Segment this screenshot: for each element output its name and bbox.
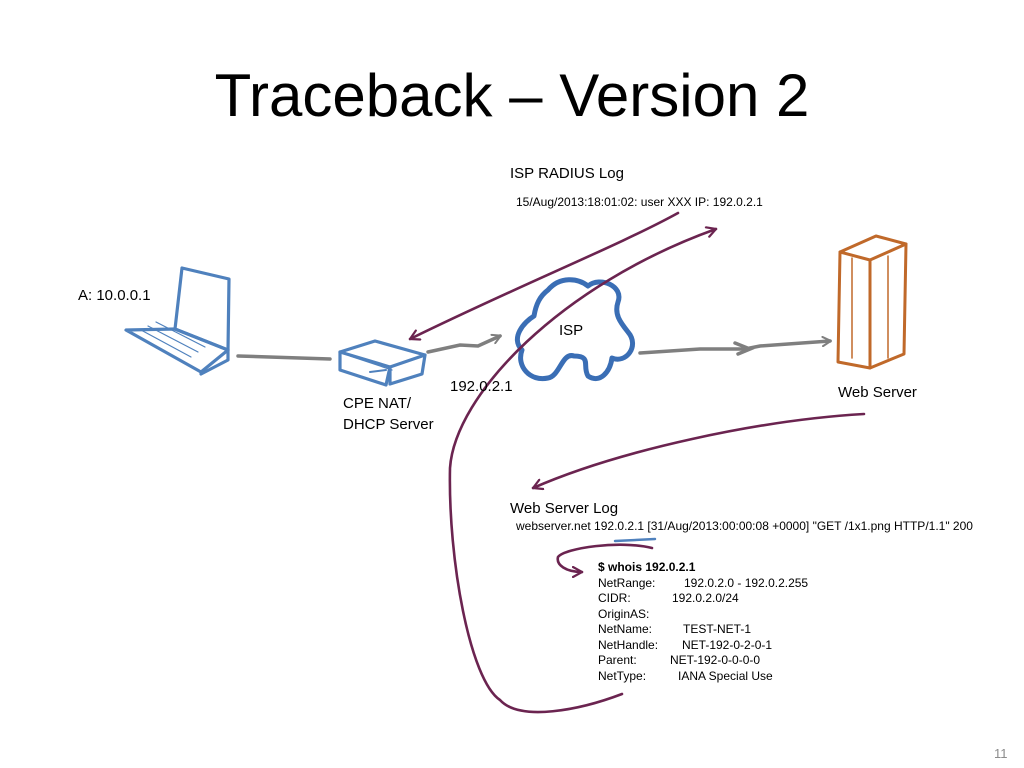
web-server-icon <box>836 234 908 370</box>
slide-number: 11 <box>994 746 1008 761</box>
ip-underline <box>613 537 657 543</box>
cpe-label-line-2: DHCP Server <box>343 416 434 433</box>
radius-log-heading: ISP RADIUS Log <box>510 165 624 182</box>
whois-row-netname: NetName: TEST-NET-1 <box>598 622 858 638</box>
radius-log-entry: 15/Aug/2013:18:01:02: user XXX IP: 192.0… <box>516 195 763 209</box>
whois-command: $ whois 192.0.2.1 <box>598 560 696 574</box>
arrow-webserver-to-log <box>531 412 866 488</box>
whois-key: NetRange: <box>598 575 656 590</box>
arrow-radius-to-cpe <box>408 211 680 339</box>
cpe-label-line-1: CPE NAT/ <box>343 395 412 412</box>
laptop-icon <box>124 266 231 376</box>
arrow-whois-to-radius <box>448 229 718 714</box>
web-log-entry: webserver.net 192.0.2.1 [31/Aug/2013:00:… <box>516 519 973 533</box>
network-links <box>236 336 830 361</box>
whois-key: Parent: <box>598 653 637 667</box>
whois-value: IANA Special Use <box>678 668 773 683</box>
public-ip-label: 192.0.2.1 <box>450 378 513 395</box>
web-server-label: Web Server <box>838 384 917 401</box>
link-laptop-cpe <box>236 354 332 361</box>
link-isp-webserver <box>638 341 830 355</box>
host-ip-label: A: 10.0.0.1 <box>78 287 151 304</box>
cpe-label: CPE NAT/ DHCP Server <box>343 395 434 434</box>
whois-value: 192.0.2.0/24 <box>672 591 739 605</box>
whois-row-nethandle: NetHandle: NET-192-0-2-0-1 <box>598 638 858 654</box>
whois-key: OriginAS: <box>598 606 650 621</box>
isp-label: ISP <box>559 322 584 339</box>
whois-row-nettype: NetType: IANA Special Use <box>598 669 858 685</box>
whois-row-parent: Parent: NET-192-0-0-0-0 <box>598 653 858 669</box>
whois-row-originas: OriginAS: <box>598 607 858 623</box>
trace-arrows <box>408 211 866 714</box>
whois-value: NET-192-0-0-0-0 <box>670 653 761 667</box>
whois-value: TEST-NET-1 <box>683 622 752 636</box>
whois-key: NetType: <box>598 668 647 683</box>
slide-title: Traceback – Version 2 <box>214 62 810 129</box>
whois-key: NetHandle: <box>598 637 659 652</box>
isp-cloud-icon <box>514 277 636 382</box>
whois-key: CIDR: <box>598 591 631 605</box>
whois-output: $ whois 192.0.2.1 NetRange: 192.0.2.0 - … <box>598 560 858 684</box>
link-cpe-isp <box>426 336 500 354</box>
web-log-heading: Web Server Log <box>510 500 619 517</box>
whois-key: NetName: <box>598 622 653 636</box>
cpe-router-icon <box>338 339 427 387</box>
arrow-log-to-whois <box>556 543 654 572</box>
whois-value: 192.0.2.0 - 192.0.2.255 <box>684 575 809 590</box>
whois-row-cidr: CIDR: 192.0.2.0/24 <box>598 591 858 607</box>
whois-value: NET-192-0-2-0-1 <box>682 637 773 652</box>
link-isp-tick <box>733 341 755 356</box>
whois-row-netrange: NetRange: 192.0.2.0 - 192.0.2.255 <box>598 576 858 592</box>
